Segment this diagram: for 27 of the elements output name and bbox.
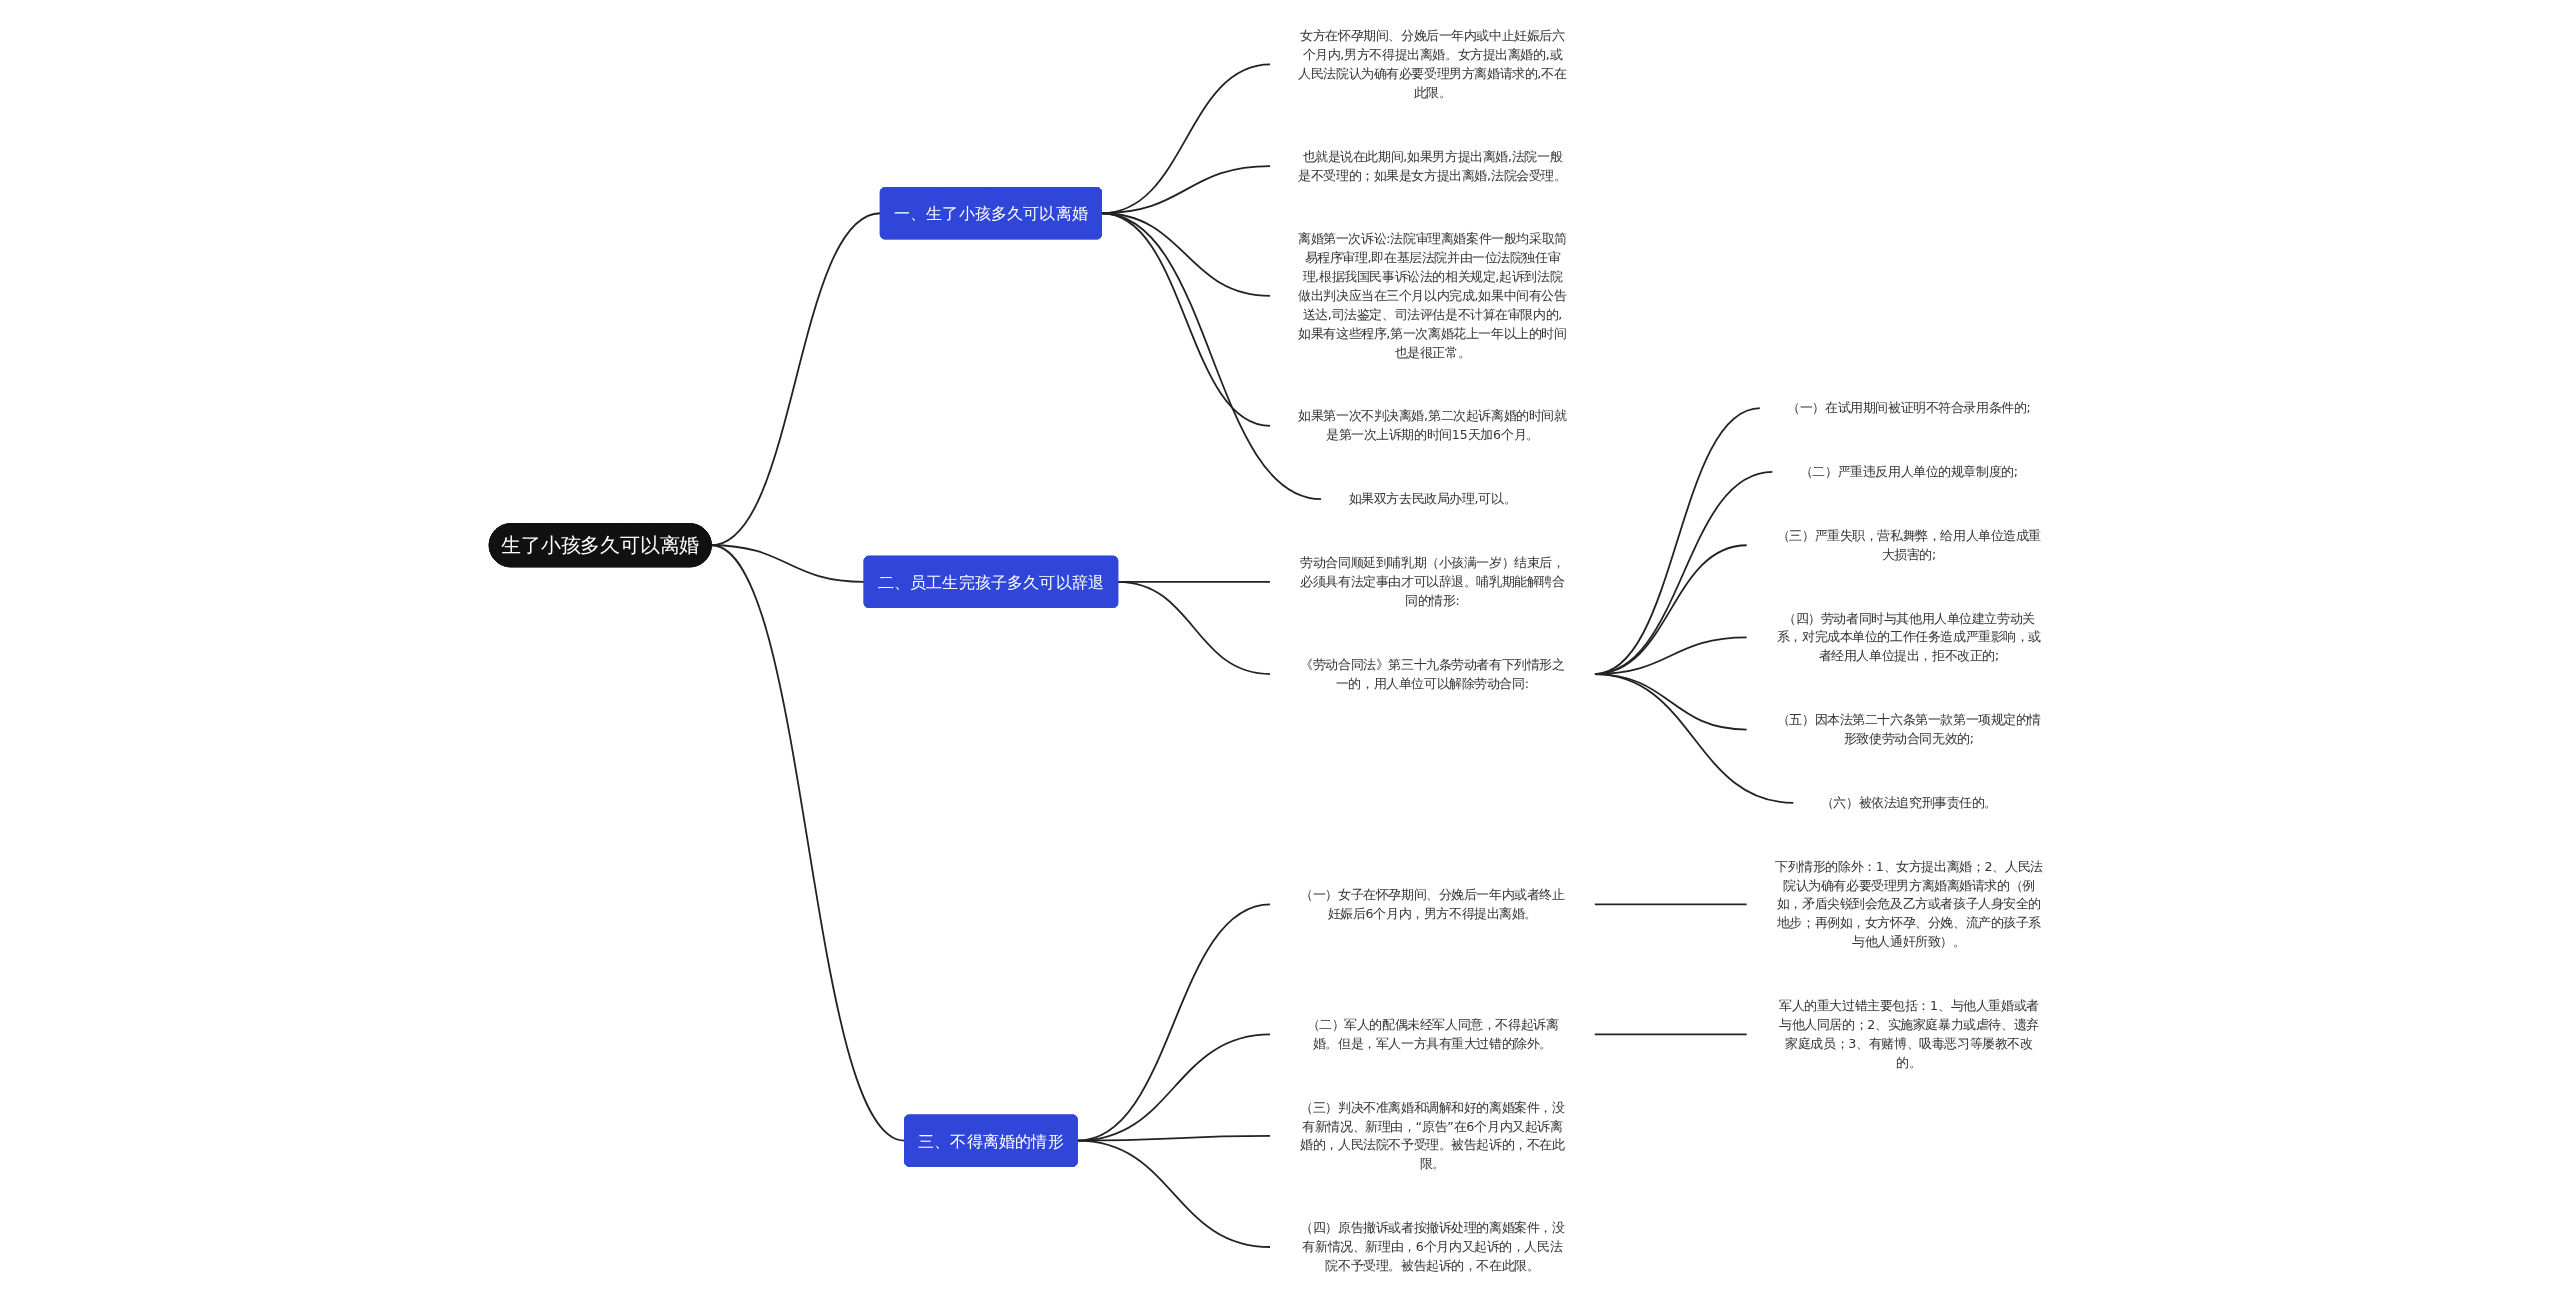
- connector: [710, 543, 906, 1142]
- node-text: 如果第一次不判决离婚,第二次起诉离婚的时间就是第一次上诉期的时间15天加6个月。: [1298, 408, 1567, 442]
- node-text: 《劳动合同法》第三十九条劳动者有下列情形之一的，用人单位可以解除劳动合同:: [1300, 656, 1565, 690]
- connector: [1593, 1032, 1748, 1035]
- connector: [710, 543, 866, 583]
- connector: [1593, 672, 1795, 804]
- node-text: （二）军人的配偶未经军人同意，不得起诉离婚。但是，军人一方具有重大过错的除外。: [1306, 1016, 1559, 1051]
- node-text: 下列情形的除外：1、女方提出离婚；2、人民法院认为确有必要受理男方离婚离婚请求的（例如，矛盾尖锐到会危及乙方或者孩子人身安全的地步；再例如，女方怀孕、分娩、流产的孩子系与他人通奸所致）。: [1775, 858, 2043, 949]
- connector: [1076, 1139, 1272, 1248]
- node-text: （四）原告撤诉或者按撤诉处理的离婚案件，没有新情况、新理由，6个月内又起诉的，人民法院不予受理。被告起诉的，不在此限。: [1300, 1219, 1565, 1273]
- node-text: 女方在怀孕期间、分娩后一年内或中止妊娠后六个月内,男方不得提出离婚。女方提出离婚的,或人民法院认为确有必要受理男方离婚请求的,不在此限。: [1298, 27, 1567, 100]
- connector: [1100, 211, 1323, 500]
- node-text: 也就是说在此期间,如果男方提出离婚,法院一般是不受理的；如果是女方提出离婚,法院会受理。: [1298, 148, 1567, 182]
- node-text: （四）劳动者同时与其他用人单位建立劳动关系，对完成本单位的工作任务造成严重影响，或者经用人单位提出，拒不改正的;: [1776, 610, 2042, 663]
- node-text: 军人的重大过错主要包括：1、与他人重婚或者与他人同居的；2、实施家庭暴力或虐待、遗弃家庭成员；3、有赌博、吸毒恶习等屡教不改的。: [1779, 997, 2039, 1069]
- node-text: （二）严重违反用人单位的规章制度的;: [1799, 463, 2019, 479]
- node-text: （三）严重失职，营私舞弊，给用人单位造成重大损害的;: [1776, 527, 2042, 561]
- connector: [1593, 903, 1748, 905]
- node-text: （一）在试用期间被证明不符合录用条件的;: [1787, 399, 2031, 415]
- node-text: 离婚第一次诉讼:法院审理离婚案件一般均采取简易程序审理,即在基层法院并由一位法院独任审理,根据我国民事诉讼法的相关规定,起诉到法院做出判决应当在三个月以内完成,如果中间有公告送达,司法鉴定、司法评估是不计算在审限内的,如果有这些程序,第一次离婚花上一年以上的时间也是很正常。: [1298, 231, 1567, 359]
- connector: [1116, 580, 1272, 675]
- node-text: （六）被依法追究刑事责任的。: [1820, 794, 1998, 810]
- node-text: （三）判决不准离婚和调解和好的离婚案件，没有新情况、新理由，“原告”在6个月内又起诉离婚的，人民法院不予受理。被告起诉的，不在此限。: [1300, 1099, 1565, 1171]
- node-text: 劳动合同顺延到哺乳期（小孩满一岁）结束后，必须具有法定事由才可以辞退。哺乳期能解聘合同的情形:: [1300, 554, 1565, 608]
- node-text: 如果双方去民政局办理,可以。: [1348, 491, 1517, 506]
- node-text: （五）因本法第二十六条第一款第一项规定的情形致使劳动合同无效的;: [1776, 711, 2042, 746]
- node-text: （一）女子在怀孕期间、分娩后一年内或者终止妊娠后6个月内，男方不得提出离婚。: [1300, 886, 1565, 921]
